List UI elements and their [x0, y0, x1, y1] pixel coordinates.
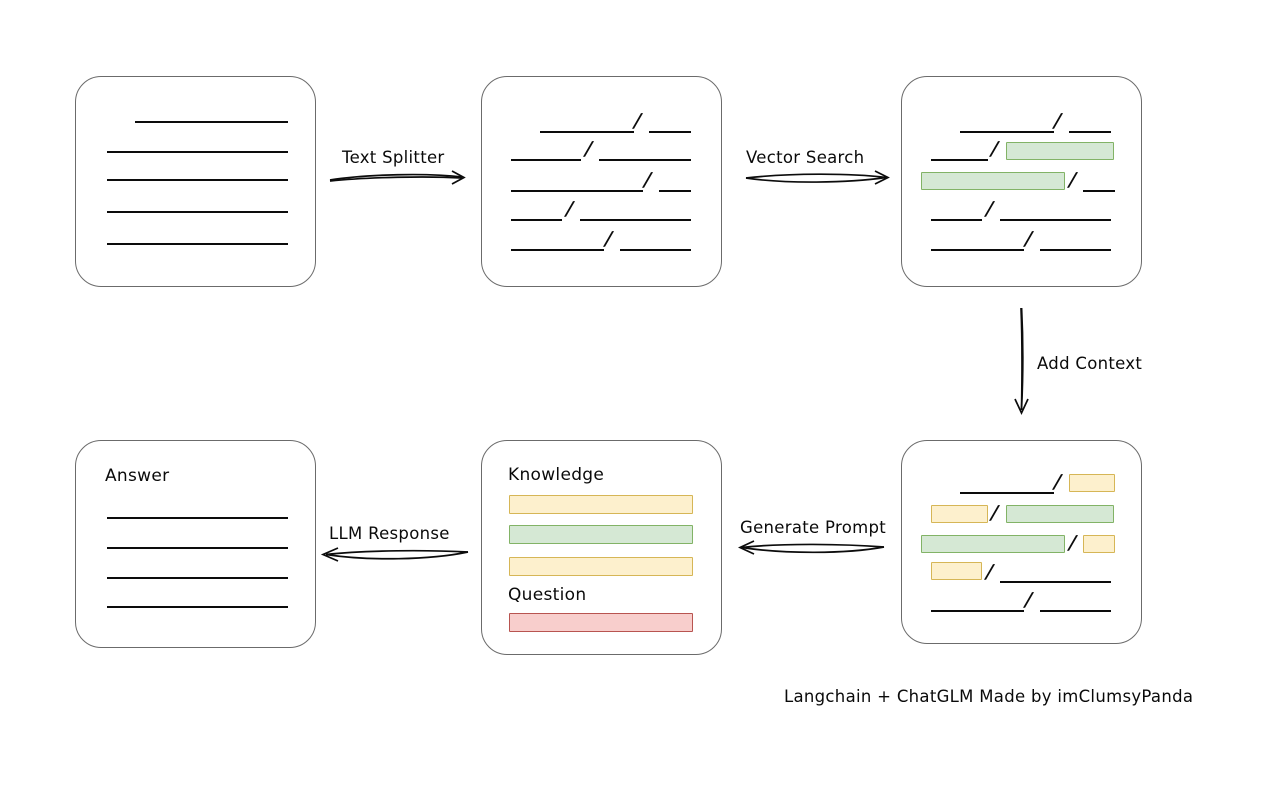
matched-chunks-row-4-segment-1	[931, 219, 982, 221]
matched-chunks-row-2-slash: /	[990, 138, 999, 160]
context-chunks-row-3-highlight-1[interactable]	[921, 535, 1065, 553]
answer-box[interactable]	[75, 440, 316, 648]
source-document-line-2	[107, 151, 288, 153]
matched-chunks-row-3-highlight[interactable]	[921, 172, 1065, 190]
answer-title: Answer	[105, 466, 170, 486]
text-splitter-arrow	[329, 170, 466, 185]
question-bar-1[interactable]	[509, 613, 693, 632]
split-chunks-box[interactable]	[481, 76, 722, 287]
generate-prompt-arrow	[737, 540, 885, 555]
split-chunks-row-4-slash: /	[565, 198, 574, 220]
context-chunks-row-5-segment-1	[931, 610, 1024, 612]
split-chunks-row-2-segment-1	[511, 159, 581, 161]
matched-chunks-row-4-slash: /	[985, 198, 994, 220]
matched-chunks-row-1-slash: /	[1053, 110, 1062, 132]
split-chunks-row-1-segment-2	[649, 131, 691, 133]
add-context-arrow	[1014, 307, 1029, 416]
source-document-box[interactable]	[75, 76, 316, 287]
knowledge-label: Knowledge	[508, 465, 605, 485]
split-chunks-row-2-segment-2	[599, 159, 691, 161]
llm-response-arrow	[320, 547, 469, 562]
vector-search-arrow	[745, 170, 890, 185]
context-chunks-row-5-slash: /	[1024, 589, 1033, 611]
knowledge-bar-3[interactable]	[509, 557, 693, 576]
split-chunks-row-4-segment-2	[580, 219, 691, 221]
split-chunks-row-2-slash: /	[584, 138, 593, 160]
context-chunks-row-1-slash: /	[1053, 471, 1062, 493]
context-chunks-row-5-segment-2	[1040, 610, 1111, 612]
knowledge-bar-1[interactable]	[509, 495, 693, 514]
arrow-label-add-context: Add Context	[1037, 354, 1143, 373]
matched-chunks-row-5-segment-1	[931, 249, 1024, 251]
matched-chunks-row-3-segment-2	[1083, 190, 1115, 192]
matched-chunks-row-2-segment-1	[931, 159, 988, 161]
split-chunks-row-1-segment-1	[540, 131, 634, 133]
context-chunks-row-3-highlight-2[interactable]	[1083, 535, 1115, 553]
context-chunks-row-4-slash: /	[985, 561, 994, 583]
split-chunks-row-3-segment-1	[511, 190, 643, 192]
context-chunks-row-4-segment-2	[1000, 581, 1111, 583]
context-chunks-row-2-highlight-1[interactable]	[931, 505, 988, 523]
matched-chunks-row-1-segment-2	[1069, 131, 1111, 133]
context-chunks-row-1-segment-1	[960, 492, 1054, 494]
split-chunks-row-3-segment-2	[659, 190, 691, 192]
knowledge-bar-2[interactable]	[509, 525, 693, 544]
matched-chunks-row-5-slash: /	[1024, 228, 1033, 250]
context-chunks-row-2-highlight-2[interactable]	[1006, 505, 1114, 523]
matched-chunks-row-2-highlight[interactable]	[1006, 142, 1114, 160]
matched-chunks-row-1-segment-1	[960, 131, 1054, 133]
question-label: Question	[508, 585, 587, 605]
answer-line-3	[107, 577, 288, 579]
context-chunks-row-3-slash: /	[1068, 532, 1077, 554]
footer-credit: Langchain + ChatGLM Made by imClumsyPand…	[784, 687, 1194, 706]
context-chunks-row-4-highlight[interactable]	[931, 562, 982, 580]
source-document-line-5	[107, 243, 288, 245]
arrow-label-text-splitter: Text Splitter	[342, 148, 445, 167]
split-chunks-row-4-segment-1	[511, 219, 562, 221]
split-chunks-row-5-slash: /	[604, 228, 613, 250]
split-chunks-row-3-slash: /	[643, 169, 652, 191]
answer-line-1	[107, 517, 288, 519]
context-chunks-row-1-highlight[interactable]	[1069, 474, 1115, 492]
split-chunks-row-1-slash: /	[633, 110, 642, 132]
matched-chunks-row-3-slash: /	[1068, 169, 1077, 191]
arrow-label-llm-response: LLM Response	[329, 524, 450, 543]
arrow-label-generate-prompt: Generate Prompt	[740, 518, 886, 537]
split-chunks-row-5-segment-1	[511, 249, 604, 251]
source-document-line-1	[135, 121, 288, 123]
answer-line-4	[107, 606, 288, 608]
source-document-line-3	[107, 179, 288, 181]
arrow-label-vector-search: Vector Search	[746, 148, 865, 167]
context-chunks-row-2-slash: /	[990, 502, 999, 524]
source-document-line-4	[107, 211, 288, 213]
matched-chunks-row-5-segment-2	[1040, 249, 1111, 251]
answer-line-2	[107, 547, 288, 549]
split-chunks-row-5-segment-2	[620, 249, 691, 251]
matched-chunks-row-4-segment-2	[1000, 219, 1111, 221]
